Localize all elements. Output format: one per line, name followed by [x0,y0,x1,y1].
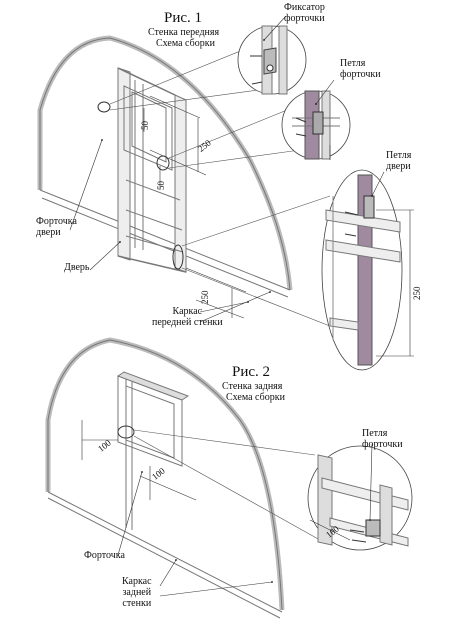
label-door: Дверь [64,262,90,273]
label-back-vent: Форточка [84,550,125,561]
back-vent-frame [116,371,190,467]
label-vent-hinge-line1: Петля [340,58,366,69]
front-wall-frame [37,35,293,298]
zoom-door-hinge [321,169,414,371]
front-leaders [69,15,385,323]
label-front-frame-line1: Каркас [172,306,203,317]
zoom-vent-hinge [281,90,351,160]
label-door-vent-line1: Форточка [36,216,77,227]
figure2-subtitle-2: Схема сборки [226,392,285,403]
label-back-vent-hinge-line1: Петля [362,428,388,439]
label-door-vent: Форточка двери [36,216,77,238]
label-back-frame-line1: Каркас [122,576,152,587]
front-dimensions [143,95,331,319]
dim-50-a: 50 [140,121,150,130]
label-back-vent-hinge: Петля форточки [362,428,403,450]
zoom-fastener [237,25,307,95]
label-fastener-line2: форточки [284,13,325,24]
label-door-hinge-line2: двери [386,161,411,172]
label-vent-hinge-line2: форточки [340,69,381,80]
dim-250-c: 250 [412,286,422,301]
dim-50-b: 50 [156,181,166,190]
label-vent-hinge: Петля форточки [340,58,381,80]
back-dimensions [81,420,351,541]
label-back-frame-line3: стенки [122,598,152,609]
label-front-frame-line2: передней стенки [152,317,223,328]
label-front-frame: Каркас передней стенки [152,306,223,328]
figure1-title: Рис. 1 [164,10,203,26]
label-fastener: Фиксатор форточки [284,2,325,24]
label-back-frame-line2: задней [122,587,152,598]
figure1-subtitle-1: Стенка передняя [148,27,220,38]
figure1-subtitle-2: Схема сборки [156,38,215,49]
back-leaders [117,443,373,597]
back-detail-circles [117,425,321,541]
zoom-back-vent-hinge [307,445,413,551]
label-door-vent-line2: двери [36,227,61,238]
label-door-hinge-line1: Петля [386,150,412,161]
dim-250-b: 250 [200,290,210,305]
figure2-title: Рис. 2 [232,364,271,380]
label-door-hinge: Петля двери [386,150,411,172]
label-fastener-line1: Фиксатор [284,2,325,13]
figure2-subtitle-1: Стенка задняя [222,381,283,392]
front-detail-circles [97,44,341,331]
label-back-frame: Каркас задней стенки [122,576,152,609]
label-back-vent-hinge-line2: форточки [362,439,403,450]
front-door-frame [117,67,187,273]
